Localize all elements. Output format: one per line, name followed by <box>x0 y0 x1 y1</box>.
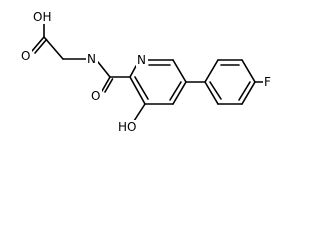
atom-amide-n: N <box>87 52 96 66</box>
bond-ph-c3-c4 <box>241 59 256 83</box>
bonds <box>31 21 264 122</box>
bond-ph-c4-c5 <box>241 81 256 105</box>
atom-fluorine: F <box>264 75 271 89</box>
bond-ring-c3-oh <box>133 103 146 122</box>
bond-nh-amide-c <box>97 61 111 78</box>
atom-labels: OH O N O N HO F <box>20 10 273 134</box>
bond-ring-c5-c4 <box>172 81 187 105</box>
bond-ph-c4-c5-inner <box>238 81 251 101</box>
bond-acid-c-ch2 <box>43 36 64 60</box>
bond-ph-c6-c1 <box>204 81 219 105</box>
bond-ring-c3-c2-inner <box>134 76 149 100</box>
bond-ring-c3-c2 <box>129 76 146 105</box>
atom-ring-oh: HO <box>118 120 136 134</box>
atom-acid-oh: OH <box>33 10 51 24</box>
bond-amide-c-o-double <box>104 78 114 93</box>
bond-amide-c-o <box>101 76 111 92</box>
bond-ph-c1-c2 <box>204 59 219 83</box>
bond-ph-c6-c1-inner <box>209 81 222 100</box>
bond-acid-c-o-double <box>34 38 48 54</box>
atom-amide-o: O <box>91 89 100 103</box>
bond-ring-c2-n1 <box>129 65 137 78</box>
bond-ring-c5-c4-inner <box>169 81 182 101</box>
bond-acid-c-o <box>31 36 45 52</box>
structure-diagram: OH O N O N HO F <box>20 10 273 134</box>
atom-acid-o: O <box>21 49 30 63</box>
atom-ring-n: N <box>137 53 146 67</box>
bond-ring-c6-c5 <box>172 59 187 83</box>
